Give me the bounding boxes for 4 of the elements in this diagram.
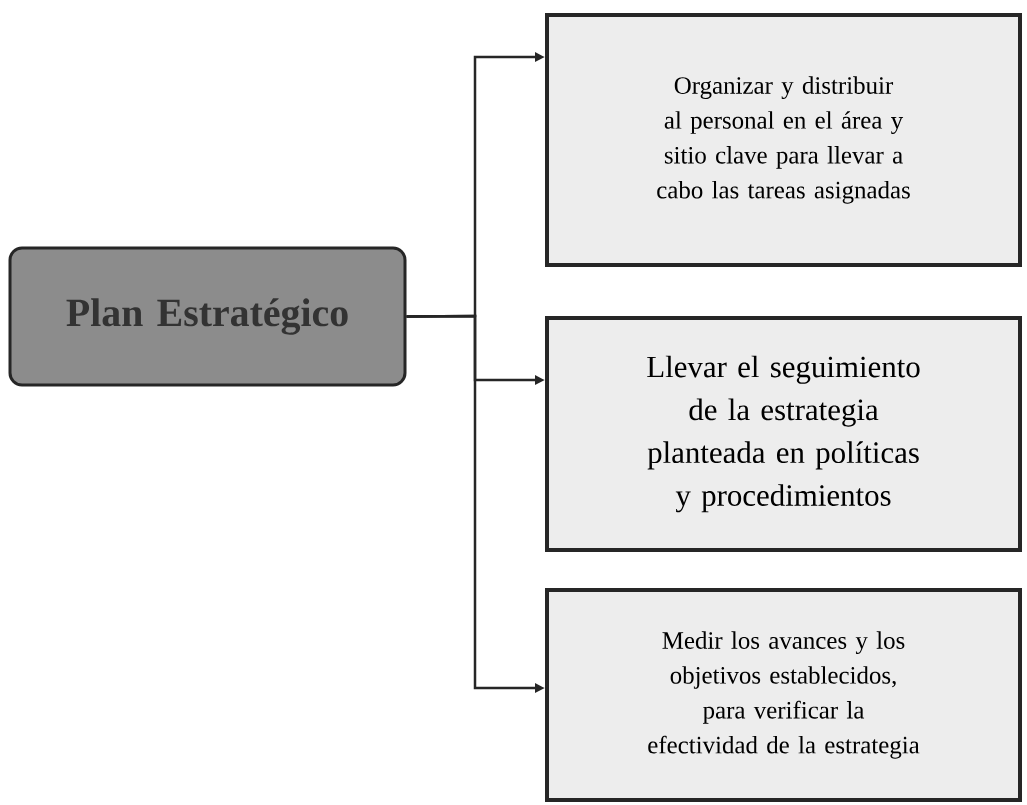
text-box: Medir los avances y los objetivos establecidos, para verificar la efectividad de la estrategia	[545, 588, 1022, 802]
title-box: Plan Estratégico	[8, 246, 407, 387]
text-box: Llevar el seguimiento de la estrategia planteada en políticas y procedimientos	[545, 316, 1022, 552]
text-box: Organizar y distribuir al personal en el área y sitio clave para llevar a cabo las tareas asignadas	[545, 13, 1022, 267]
